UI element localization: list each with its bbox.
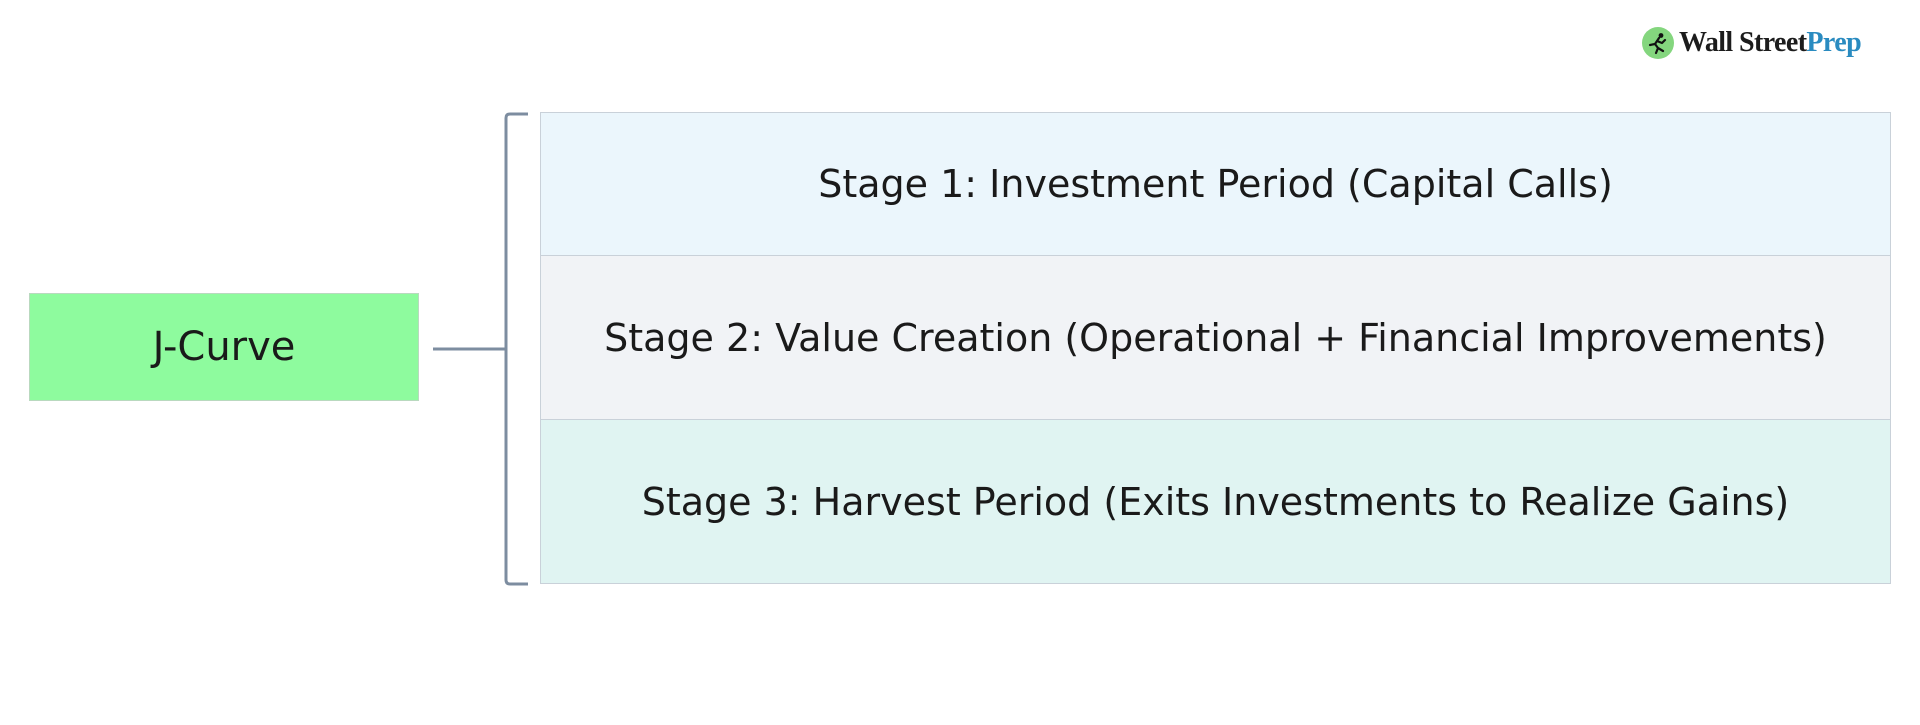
logo-wordmark: Wall StreetPrep	[1679, 27, 1862, 58]
stage-1-label: Stage 1: Investment Period (Capital Call…	[818, 162, 1613, 206]
root-node-label: J-Curve	[152, 324, 296, 370]
root-node-box: J-Curve	[29, 293, 419, 401]
runner-icon	[1642, 27, 1674, 59]
stage-3-box: Stage 3: Harvest Period (Exits Investmen…	[540, 419, 1891, 584]
stage-2-box: Stage 2: Value Creation (Operational + F…	[540, 255, 1891, 420]
stage-3-label: Stage 3: Harvest Period (Exits Investmen…	[641, 479, 1790, 524]
logo-text-wall-street: Wall Street	[1679, 27, 1807, 58]
logo-text-prep: Prep	[1806, 27, 1862, 58]
stage-1-box: Stage 1: Investment Period (Capital Call…	[540, 112, 1891, 256]
bracket-line	[504, 112, 528, 586]
wall-street-prep-logo: Wall StreetPrep	[1642, 26, 1862, 60]
stage-2-label: Stage 2: Value Creation (Operational + F…	[604, 315, 1827, 360]
